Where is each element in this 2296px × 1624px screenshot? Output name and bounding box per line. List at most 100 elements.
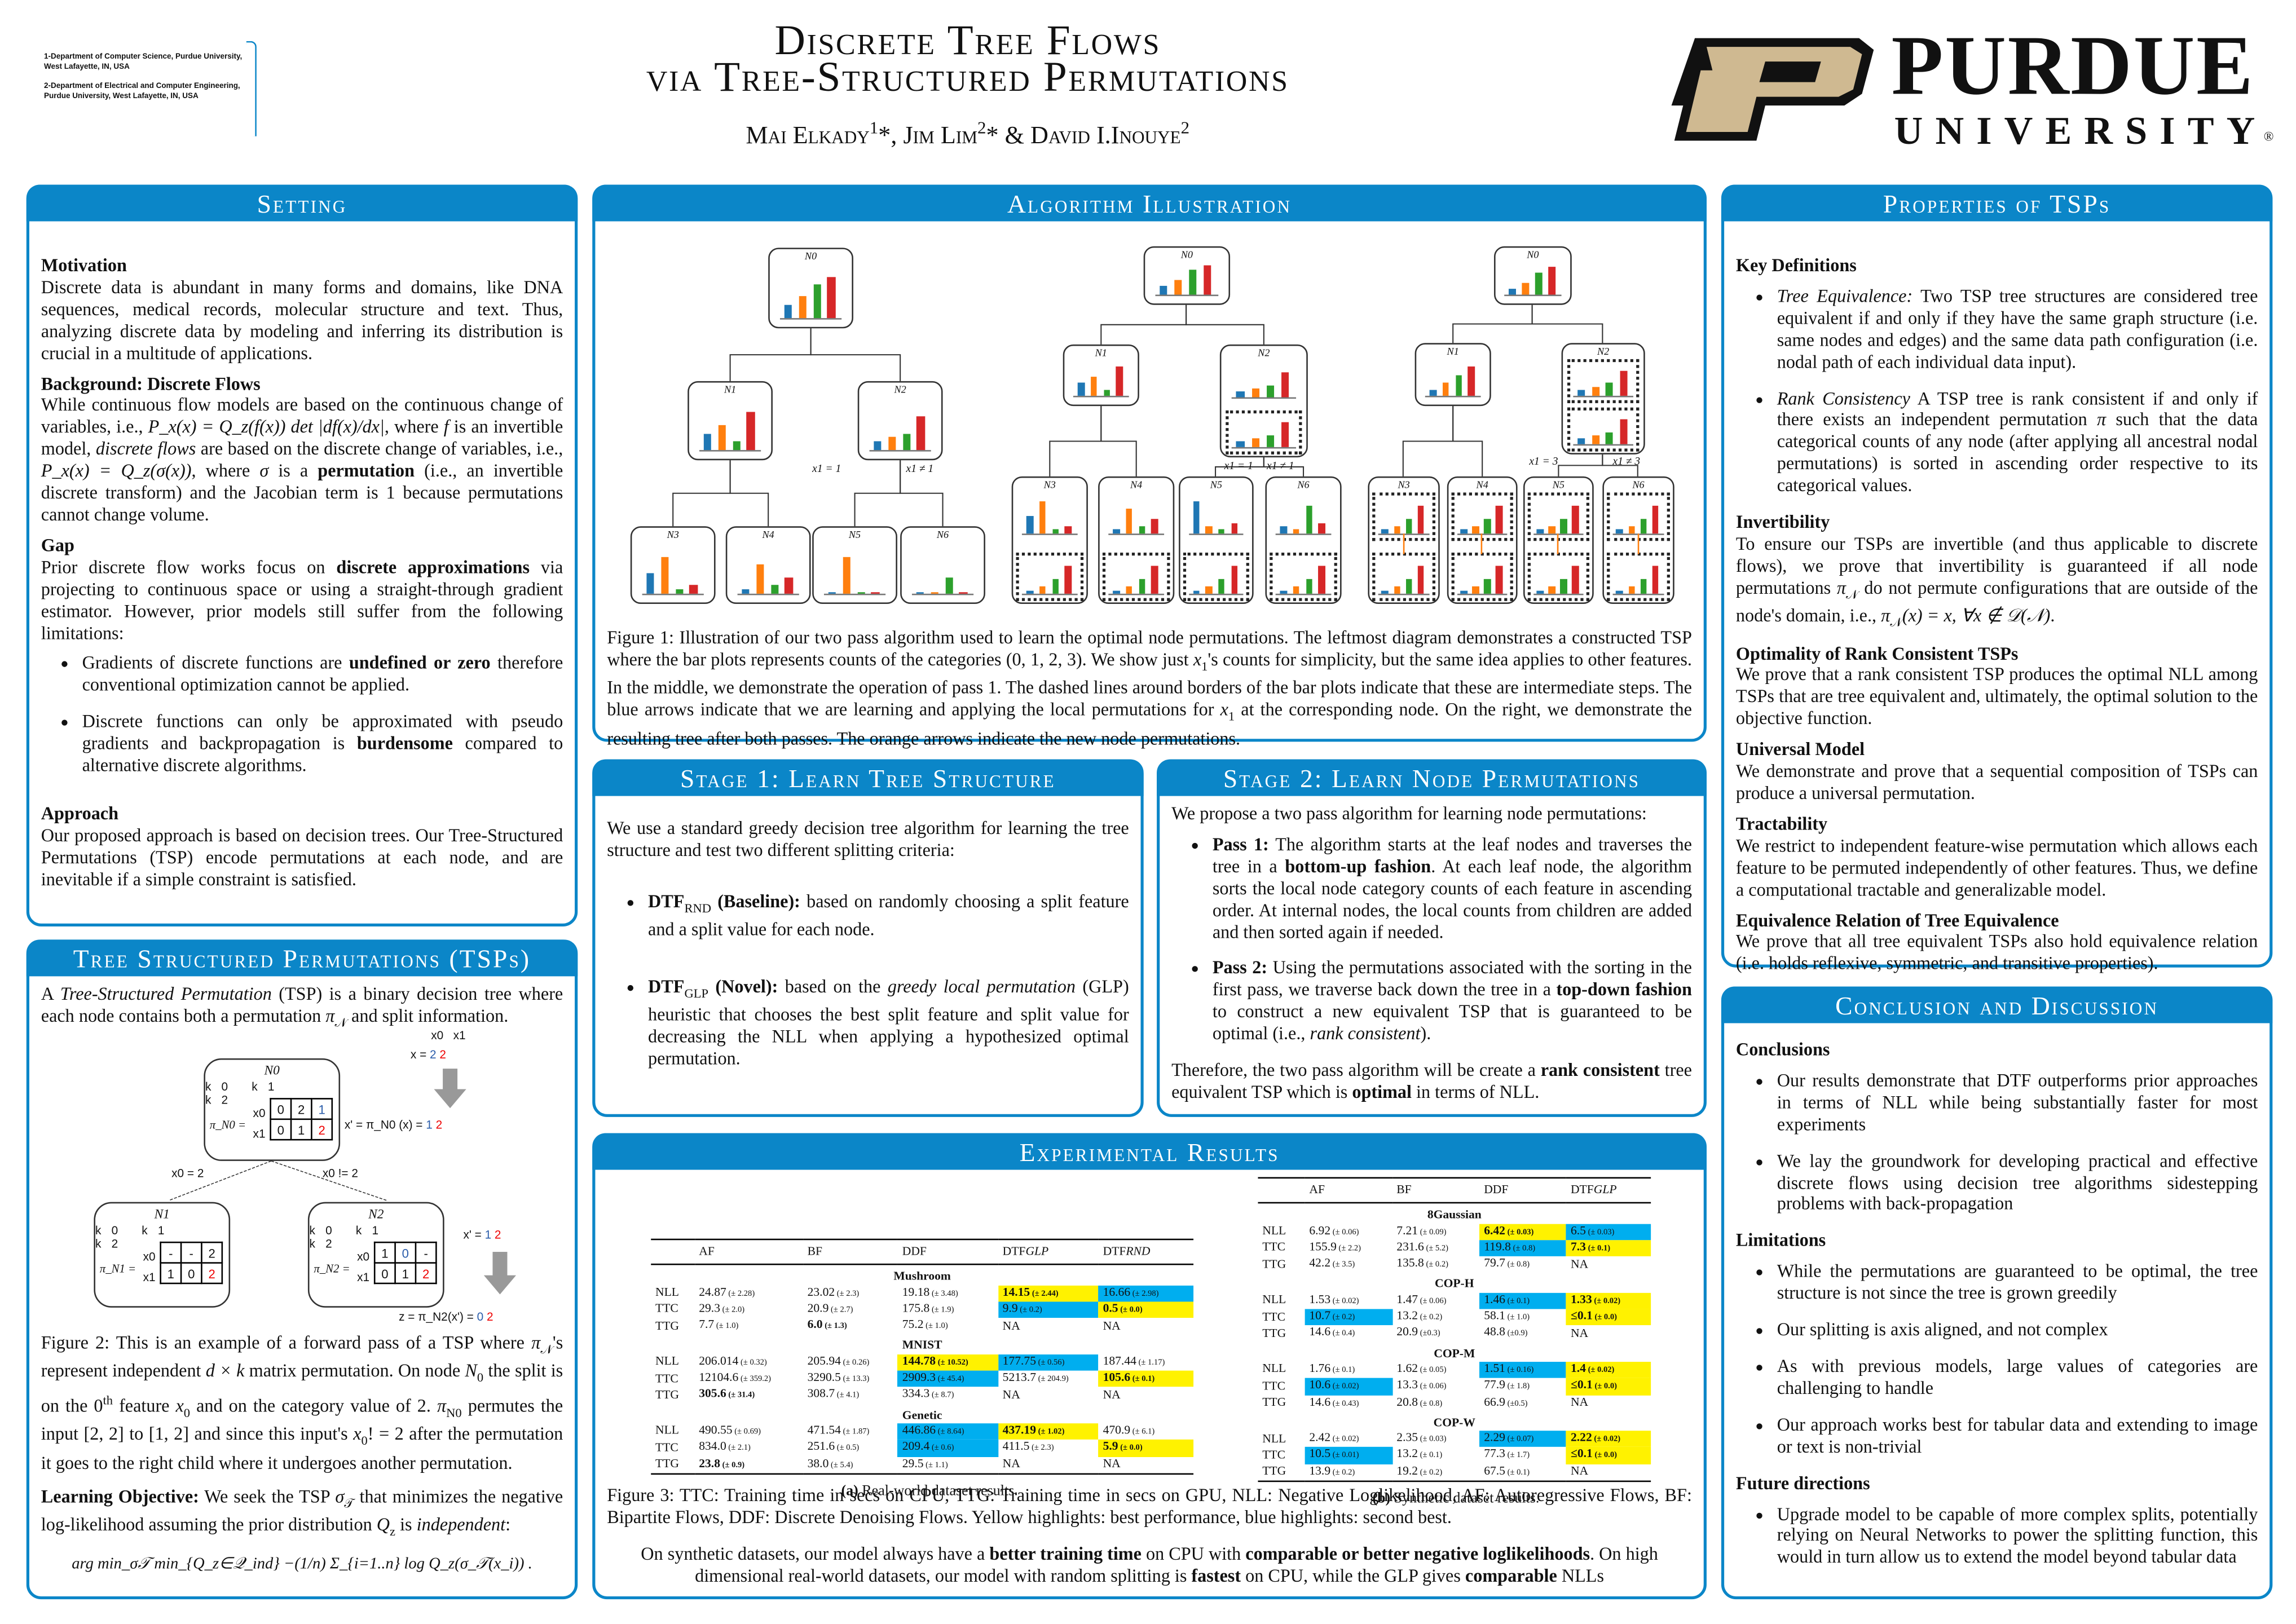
bar-mark (959, 592, 967, 594)
cell-value: 19.2 (1396, 1464, 1418, 1477)
table-cell: 7.3 (± 0.1) (1566, 1239, 1651, 1257)
cell-value: 9.9 (1002, 1301, 1018, 1315)
cell-value: 29.3 (699, 1301, 721, 1315)
node-label: N0 (1180, 249, 1193, 261)
table-cell: 231.6 (± 5.2) (1392, 1240, 1479, 1256)
bar-mark (1640, 519, 1647, 533)
cell-std: (± 3.48) (929, 1289, 958, 1299)
table-cell: 334.3 (± 8.7) (898, 1387, 998, 1404)
definition-bullet: Tree Equivalence: Two TSP tree structure… (1777, 286, 2258, 373)
text-run: 1 (869, 117, 879, 138)
bar-mark (1591, 435, 1599, 444)
table-cell: 38.0 (± 5.4) (803, 1456, 898, 1475)
bar-mark (916, 592, 924, 594)
bar-plot (1527, 492, 1590, 541)
equation-prefix: z = π_N2(x') = (399, 1310, 477, 1324)
cell-std: (± 2.0) (720, 1305, 745, 1315)
table-cell: 42.2 (± 3.5) (1305, 1256, 1392, 1273)
table-cell: 5213.7 (± 204.9) (998, 1371, 1099, 1387)
stage1-list: DTFRND (Baseline): based on randomly cho… (607, 891, 1129, 1070)
node-label: N0 (264, 1062, 280, 1078)
cell-value: 411.5 (1002, 1440, 1030, 1453)
node-label: N6 (936, 529, 949, 541)
bar-mark (1280, 526, 1287, 533)
column-header: AF (694, 1238, 803, 1266)
purdue-logo: PURDUE UNIVERSITY ® (1671, 20, 2288, 154)
matrix-cell: 2 (311, 1118, 333, 1141)
node-label: N5 (1210, 479, 1222, 491)
metric-label: TTC (655, 1302, 678, 1316)
cell-value: 75.2 (902, 1318, 924, 1331)
text-run: fastest (1191, 1565, 1241, 1586)
text-run: 2 (977, 117, 986, 138)
cell-std: (± 0.07) (1505, 1435, 1534, 1445)
dataset-group-row: COP-M (1258, 1342, 1651, 1362)
cell-std: (± 0.1) (1585, 1244, 1611, 1254)
text-run: DDF (902, 1245, 927, 1258)
table-cell: 1.51 (± 0.16) (1479, 1361, 1567, 1379)
bar-mark (785, 577, 793, 594)
tree-edge (900, 460, 944, 527)
cell-std: (± 0.56) (1036, 1358, 1065, 1367)
bar-mark (1619, 420, 1628, 444)
table-cell: 7.7 (± 1.0) (694, 1318, 803, 1335)
column-headers: k0 k1 k2 (95, 1224, 175, 1251)
text-run: optimal (1352, 1082, 1412, 1102)
cell-std: (±0.5) (1505, 1399, 1528, 1409)
input-x: x = 2 2 (411, 1048, 446, 1061)
bar-mark (1461, 590, 1467, 594)
bar-plot (1451, 553, 1514, 601)
results-header: Experimental Results (592, 1133, 1707, 1170)
cell-value: NA (1570, 1326, 1589, 1340)
cell-value: 66.9 (1484, 1394, 1505, 1409)
limitations-heading: Limitations (1735, 1230, 1826, 1251)
text-run: 0 (477, 1370, 484, 1385)
cell-value: NA (1103, 1318, 1121, 1332)
tree-edge (729, 460, 769, 527)
tree-node-n4: N4 (1447, 476, 1518, 604)
setting-header: Setting (26, 184, 578, 222)
text-run: N (465, 1361, 477, 1382)
bar-plot (779, 275, 842, 320)
orange-arrow-icon (1402, 533, 1404, 555)
cell-std: (± 2.7) (829, 1305, 853, 1315)
cell-std: (± 1.9) (929, 1305, 954, 1315)
bar-mark (1537, 590, 1544, 594)
bar-mark (1231, 523, 1238, 533)
cell-value: 0.5 (1103, 1301, 1118, 1315)
pi-label: π_N2 = (314, 1262, 350, 1276)
split-label: x1 = 3 (1529, 454, 1558, 468)
conclusion-panel: Conclusion and Discussion Conclusions Ou… (1721, 986, 2273, 1600)
cell-value: NA (1103, 1457, 1121, 1471)
table-cell: 24.87 (± 2.28) (694, 1285, 803, 1301)
conclusions-list: Our results demonstrate that DTF outperf… (1736, 1070, 2258, 1215)
bar-mark (1052, 580, 1059, 594)
bar-mark (770, 585, 778, 594)
metric-label: NLL (1262, 1431, 1286, 1445)
bar-plot (1108, 498, 1165, 535)
bar-mark (1236, 391, 1245, 398)
table-cell: 16.66 (± 2.98) (1098, 1285, 1194, 1302)
table-cell: 437.19 (± 1.02) (998, 1423, 1099, 1440)
column-header (651, 1238, 695, 1266)
cell-std: (± 0.02) (1585, 1366, 1615, 1375)
bar-mark (888, 437, 896, 451)
stage1-panel: Stage 1: Learn Tree Structure We use a s… (592, 759, 1144, 1117)
cell-std: (± 0.0) (1592, 1383, 1617, 1392)
synthetic-caption: (b) Synthetic dataset results. (1372, 1490, 1540, 1507)
text-run: f (443, 417, 449, 438)
conclusions-heading: Conclusions (1735, 1039, 1830, 1060)
text-run: RND (1126, 1245, 1151, 1258)
cell-value: 79.7 (1484, 1256, 1505, 1270)
table-cell: 834.0 (± 2.1) (694, 1440, 803, 1456)
cell-value: 1.33 (1570, 1292, 1592, 1306)
cell-std: (± 0.9) (720, 1460, 745, 1470)
matrix-cell: 1 (394, 1262, 417, 1285)
text-run: RND (684, 900, 712, 915)
row-header: x0 (143, 1250, 156, 1264)
table-cell: 29.3 (± 2.0) (694, 1301, 803, 1318)
